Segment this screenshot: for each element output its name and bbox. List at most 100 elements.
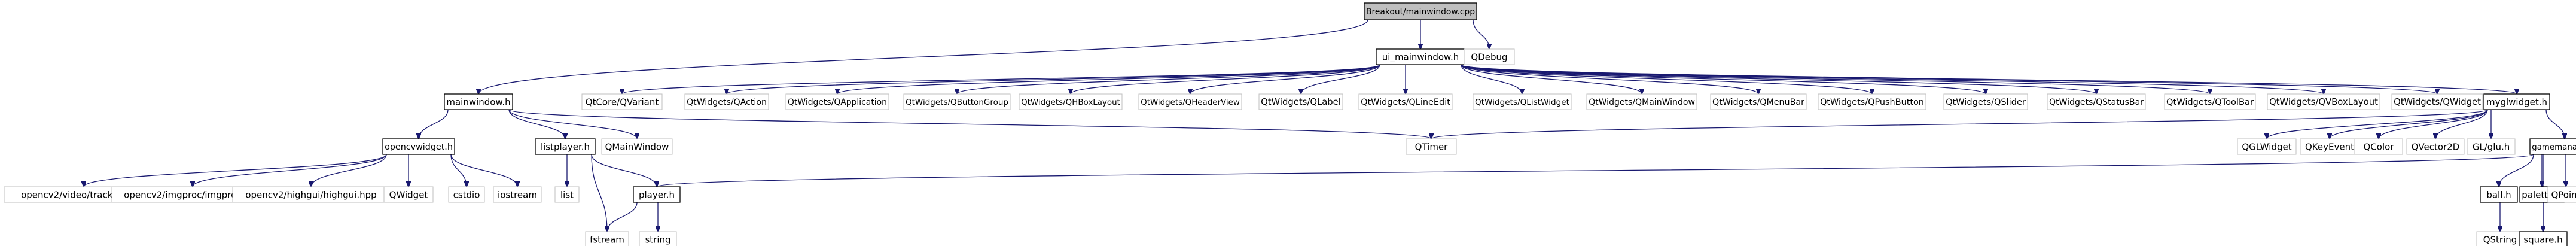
node-qkeyevent[interactable]: QKeyEvent xyxy=(2300,138,2359,155)
node-qtwidgets-qbuttongroup[interactable]: QtWidgets/QButtonGroup xyxy=(903,93,1011,110)
node-label: QtWidgets/QHeaderView xyxy=(1141,98,1240,107)
edge-ui-mainwindow-h-to-qtwidgets-qmenubar xyxy=(1461,64,1758,94)
node-label: QWidget xyxy=(389,190,428,201)
node-box xyxy=(1943,93,2028,110)
edge-mainwindow-h-to-opencvwidget-h xyxy=(419,109,449,139)
node-qtwidgets-qpushbutton[interactable]: QtWidgets/QPushButton xyxy=(1818,93,1926,110)
node-opencv2-highgui-highgui-hpp[interactable]: opencv2/highgui/highgui.hpp xyxy=(232,186,390,203)
node-qcolor[interactable]: QColor xyxy=(2354,138,2403,155)
node-label: square.h xyxy=(2523,235,2562,245)
node-square-h[interactable]: square.h xyxy=(2519,231,2568,246)
node-qdebug[interactable]: QDebug xyxy=(1464,48,1515,65)
edge-ui-mainwindow-h-to-myglwidget-h xyxy=(1461,64,2517,94)
node-label: QtWidgets/QPushButton xyxy=(1820,98,1924,107)
node-qtwidgets-qtoolbar[interactable]: QtWidgets/QToolBar xyxy=(2164,93,2256,110)
node-box xyxy=(2300,138,2359,155)
node-qtwidgets-qmainwindow[interactable]: QtWidgets/QMainWindow xyxy=(1586,93,1697,110)
node-qstring[interactable]: QString xyxy=(2476,231,2524,246)
node-listplayer-h[interactable]: listplayer.h xyxy=(535,138,596,155)
node-list[interactable]: list xyxy=(554,186,580,203)
node-label: opencv2/imgproc/imgproc.hpp xyxy=(124,190,261,201)
edge-breakout-mainwindow-cpp-to-mainwindow-h xyxy=(478,19,1368,94)
node-qtwidgets-qmenubar[interactable]: QtWidgets/QMenuBar xyxy=(1710,93,1807,110)
edge-myglwidget-h-to-qkeyevent xyxy=(2330,109,2488,139)
edge-myglwidget-h-to-qcolor xyxy=(2379,109,2488,139)
edge-ui-mainwindow-h-to-qtwidgets-qlabel xyxy=(1301,64,1380,94)
edge-opencvwidget-h-to-cstdio xyxy=(450,154,467,187)
node-qpoint[interactable]: QPoint xyxy=(2547,186,2576,203)
node-label: QtWidgets/QHBoxLayout xyxy=(1021,98,1120,107)
node-box xyxy=(639,231,677,246)
node-label: gamemanager.h xyxy=(2532,143,2576,152)
node-qtwidgets-qheaderview[interactable]: QtWidgets/QHeaderView xyxy=(1138,93,1242,110)
node-label: QtWidgets/QVBoxLayout xyxy=(2269,97,2378,107)
node-qwidget[interactable]: QWidget xyxy=(383,186,434,203)
node-box xyxy=(554,186,580,203)
node-qtwidgets-qlistwidget[interactable]: QtWidgets/QListWidget xyxy=(1473,93,1572,110)
node-qtwidgets-qlineedit[interactable]: QtWidgets/QLineEdit xyxy=(1358,93,1453,110)
node-qvector2d[interactable]: QVector2D xyxy=(2406,138,2465,155)
node-opencvwidget-h[interactable]: opencvwidget.h xyxy=(382,138,455,155)
node-label: QDebug xyxy=(1471,52,1507,63)
edge-ui-mainwindow-h-to-qtwidgets-qtoolbar xyxy=(1461,64,2210,94)
node-ball-h[interactable]: ball.h xyxy=(2480,186,2518,203)
node-gamemanager-h[interactable]: gamemanager.h xyxy=(2529,138,2576,155)
edge-myglwidget-h-to-qtimer xyxy=(1431,109,2488,139)
node-box xyxy=(2237,138,2297,155)
node-qtcore-qvariant[interactable]: QtCore/QVariant xyxy=(581,93,663,110)
node-qtwidgets-qapplication[interactable]: QtWidgets/QApplication xyxy=(785,93,889,110)
node-ui-mainwindow-h[interactable]: ui_mainwindow.h xyxy=(1376,48,1465,65)
node-box xyxy=(2354,138,2403,155)
node-qtwidgets-qstatusbar[interactable]: QtWidgets/QStatusBar xyxy=(2047,93,2146,110)
node-qtwidgets-qlabel[interactable]: QtWidgets/QLabel xyxy=(1258,93,1343,110)
node-box xyxy=(1376,48,1465,65)
edge-ui-mainwindow-h-to-qtwidgets-qheaderview xyxy=(1190,64,1380,94)
edge-mainwindow-h-to-qmainwindow xyxy=(508,109,637,139)
node-layer: Breakout/mainwindow.cpp ui_mainwindow.h QD… xyxy=(4,2,2576,246)
node-mainwindow-h[interactable]: mainwindow.h xyxy=(444,93,513,110)
node-qtwidgets-qvboxlayout[interactable]: QtWidgets/QVBoxLayout xyxy=(2267,93,2380,110)
node-box xyxy=(1364,2,1477,20)
node-qglwidget[interactable]: QGLWidget xyxy=(2237,138,2297,155)
node-box xyxy=(1710,93,1807,110)
node-box xyxy=(1138,93,1242,110)
node-label: QtWidgets/QStatusBar xyxy=(2049,98,2144,107)
edge-opencvwidget-h-to-opencv2-highgui-highgui-hpp xyxy=(311,154,387,187)
node-qtimer[interactable]: QTimer xyxy=(1406,138,1457,155)
node-label: QColor xyxy=(2364,142,2395,153)
node-label: Breakout/mainwindow.cpp xyxy=(1366,7,1475,17)
node-box xyxy=(383,186,434,203)
node-qtwidgets-qaction[interactable]: QtWidgets/QAction xyxy=(684,93,769,110)
node-box xyxy=(633,186,681,203)
node-player-h[interactable]: player.h xyxy=(633,186,681,203)
edge-ui-mainwindow-h-to-qtwidgets-qaction xyxy=(727,64,1380,94)
node-label: listplayer.h xyxy=(541,142,590,153)
node-box xyxy=(2164,93,2256,110)
node-fstream[interactable]: fstream xyxy=(585,231,629,246)
node-myglwidget-h[interactable]: myglwidget.h xyxy=(2483,93,2550,110)
node-breakout-mainwindow-cpp[interactable]: Breakout/mainwindow.cpp xyxy=(1364,2,1477,20)
node-box xyxy=(581,93,663,110)
node-box xyxy=(903,93,1011,110)
node-qtwidgets-qhboxlayout[interactable]: QtWidgets/QHBoxLayout xyxy=(1019,93,1123,110)
node-string[interactable]: string xyxy=(639,231,677,246)
node-box xyxy=(2529,138,2576,155)
node-qtwidgets-qslider[interactable]: QtWidgets/QSlider xyxy=(1943,93,2028,110)
node-box xyxy=(601,138,673,155)
node-label: QtWidgets/QLineEdit xyxy=(1361,98,1450,107)
node-iostream[interactable]: iostream xyxy=(493,186,542,203)
edge-myglwidget-h-to-qvector2d xyxy=(2435,109,2488,139)
node-label: QGLWidget xyxy=(2242,142,2291,153)
node-label: QtWidgets/QButtonGroup xyxy=(906,98,1008,107)
node-qmainwindow[interactable]: QMainWindow xyxy=(601,138,673,155)
node-label: string xyxy=(645,235,670,245)
node-label: ball.h xyxy=(2486,190,2511,201)
node-qtwidgets-qwidget[interactable]: QtWidgets/QWidget xyxy=(2391,93,2483,110)
node-label: QtCore/QVariant xyxy=(586,97,659,108)
node-box xyxy=(785,93,889,110)
edge-myglwidget-h-to-qglwidget xyxy=(2267,109,2488,139)
node-gl-glu-h[interactable]: GL/glu.h xyxy=(2467,138,2516,155)
edge-player-h-to-fstream xyxy=(607,202,638,232)
node-cstdio[interactable]: cstdio xyxy=(448,186,485,203)
edge-mainwindow-h-to-qtimer xyxy=(508,109,1431,139)
